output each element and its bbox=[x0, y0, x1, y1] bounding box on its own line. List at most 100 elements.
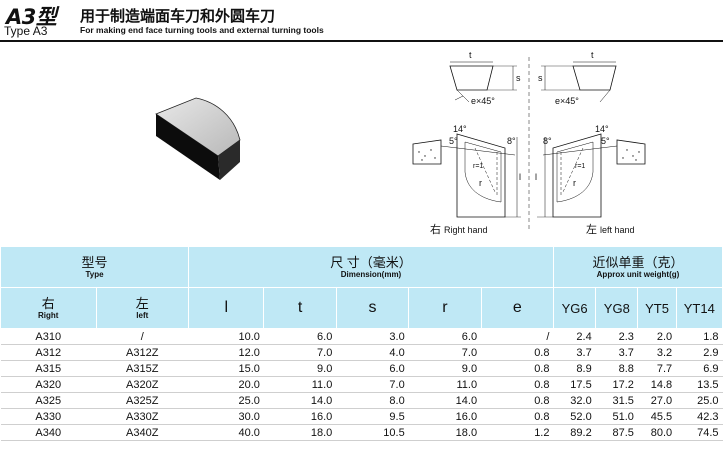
table-cell: 7.0 bbox=[263, 344, 337, 361]
col-left: 左 left bbox=[95, 287, 190, 329]
col-t: t bbox=[263, 287, 337, 329]
col-l: l bbox=[188, 287, 265, 329]
header-dimension-en: Dimension(mm) bbox=[340, 269, 402, 279]
technical-drawing: s s t t e×45° e×45° 14° 14° 5° 5° 8° 8° … bbox=[412, 52, 646, 232]
table-cell: 80.0 bbox=[637, 424, 677, 441]
table-cell: 45.5 bbox=[637, 408, 677, 425]
table-cell: 10.0 bbox=[188, 328, 264, 345]
table-cell: 2.3 bbox=[595, 328, 638, 345]
dim-r-right: r bbox=[573, 178, 576, 188]
table-cell: 31.5 bbox=[595, 392, 638, 409]
table-cell: 3.0 bbox=[336, 328, 409, 345]
table-cell: 20.0 bbox=[188, 376, 264, 393]
table-cell: A325 bbox=[0, 392, 97, 409]
col-yg8: YG8 bbox=[595, 287, 639, 329]
dim-r-left: r bbox=[479, 178, 482, 188]
header-weight: 近似单重（克） Approx unit weight(g) bbox=[552, 246, 723, 288]
header-rule bbox=[0, 40, 723, 42]
table-cell: 3.7 bbox=[553, 344, 596, 361]
col-right: 右 Right bbox=[0, 287, 97, 329]
header-type: 型号 Type bbox=[0, 246, 190, 288]
caption-left-en: left hand bbox=[600, 225, 635, 235]
table-cell: A330 bbox=[0, 408, 97, 425]
table-cell: 27.0 bbox=[637, 392, 677, 409]
dim-t-left: t bbox=[469, 52, 472, 60]
table-cell: 10.5 bbox=[336, 424, 409, 441]
angle-8-left: 8° bbox=[507, 136, 516, 146]
page-header: A3型 Type A3 用于制造端面车刀和外圆车刀 For making end… bbox=[0, 0, 723, 42]
dim-r1-right: r=1 bbox=[575, 163, 585, 170]
dim-s-left: s bbox=[516, 73, 521, 83]
table-cell: A320Z bbox=[96, 376, 189, 393]
table-cell: 18.0 bbox=[408, 424, 482, 441]
table-cell: 6.9 bbox=[676, 360, 723, 377]
table-cell: 16.0 bbox=[263, 408, 337, 425]
header-dimension: 尺 寸（毫米） Dimension(mm) bbox=[188, 246, 554, 288]
angle-5-left: 5° bbox=[449, 136, 458, 146]
table-cell: 0.8 bbox=[481, 408, 554, 425]
table-cell: 14.0 bbox=[263, 392, 337, 409]
table-cell: A340 bbox=[0, 424, 97, 441]
table-cell: 51.0 bbox=[595, 408, 638, 425]
dim-r1-left: r=1 bbox=[473, 163, 483, 170]
col-r: r bbox=[408, 287, 482, 329]
table-cell: 11.0 bbox=[408, 376, 482, 393]
table-cell: 4.0 bbox=[336, 344, 409, 361]
col-right-cn: 右 bbox=[41, 295, 55, 311]
table-cell: 87.5 bbox=[595, 424, 638, 441]
table-cell: 7.7 bbox=[637, 360, 677, 377]
table-cell: 15.0 bbox=[188, 360, 264, 377]
table-cell: 42.3 bbox=[676, 408, 723, 425]
table-cell: 32.0 bbox=[553, 392, 596, 409]
col-e: e bbox=[480, 287, 554, 329]
col-yt5: YT5 bbox=[637, 287, 677, 329]
table-cell: A320 bbox=[0, 376, 97, 393]
table-cell: 9.0 bbox=[263, 360, 337, 377]
table-cell: 2.0 bbox=[637, 328, 677, 345]
table-cell: 7.0 bbox=[336, 376, 409, 393]
table-cell: A315 bbox=[0, 360, 97, 377]
dim-t-right: t bbox=[591, 52, 594, 60]
table-cell: 1.8 bbox=[676, 328, 723, 345]
col-left-en: left bbox=[136, 310, 149, 320]
table-cell: 89.2 bbox=[553, 424, 596, 441]
table-cell: 1.2 bbox=[481, 424, 554, 441]
table-cell: 14.8 bbox=[637, 376, 677, 393]
table-cell: A325Z bbox=[96, 392, 189, 409]
caption-right-cn: 右 bbox=[430, 223, 441, 236]
table-cell: 6.0 bbox=[263, 328, 337, 345]
workpiece-hatch bbox=[418, 149, 640, 161]
table-cell: A315Z bbox=[96, 360, 189, 377]
table-cell: A330Z bbox=[96, 408, 189, 425]
specification-table: 型号 Type 尺 寸（毫米） Dimension(mm) 近似单重（克） Ap… bbox=[0, 246, 723, 441]
col-s: s bbox=[335, 287, 410, 329]
chamfer-right: e×45° bbox=[555, 96, 579, 106]
insert-3d-illustration bbox=[155, 97, 241, 180]
table-cell: 25.0 bbox=[188, 392, 264, 409]
type-code-title: A3型 bbox=[6, 5, 57, 29]
table-cell: A340Z bbox=[96, 424, 189, 441]
table-cell: 2.4 bbox=[553, 328, 596, 345]
table-cell: A312 bbox=[0, 344, 97, 361]
table-cell: 3.2 bbox=[637, 344, 677, 361]
table-cell: 8.0 bbox=[336, 392, 409, 409]
table-cell: 2.9 bbox=[676, 344, 723, 361]
table-cell: 13.5 bbox=[676, 376, 723, 393]
dim-l-left: l bbox=[519, 172, 521, 182]
table-cell: 6.0 bbox=[336, 360, 409, 377]
table-cell: 40.0 bbox=[188, 424, 264, 441]
header-type-cn: 型号 bbox=[81, 254, 108, 270]
table-cell: 9.5 bbox=[336, 408, 409, 425]
table-cell: 3.7 bbox=[595, 344, 638, 361]
angle-5-right: 5° bbox=[601, 136, 610, 146]
table-cell: 8.9 bbox=[553, 360, 596, 377]
table-cell: 30.0 bbox=[188, 408, 264, 425]
